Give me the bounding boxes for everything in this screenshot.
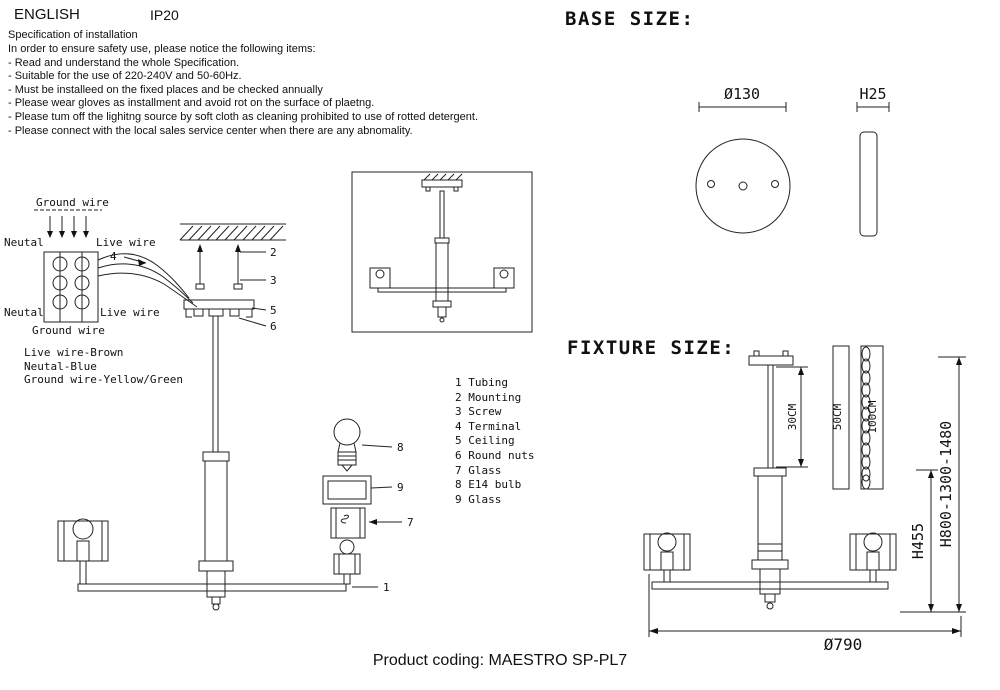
rod-30cm-label: 30CM xyxy=(786,403,799,430)
legend-line: Live wire-Brown xyxy=(24,346,124,359)
base-height-label: H25 xyxy=(859,85,886,103)
rod-50cm-label: 50CM xyxy=(831,403,844,430)
spec-line: - Read and understand the whole Specific… xyxy=(8,56,240,69)
callout-4: 4 xyxy=(110,250,117,263)
h455-label: H455 xyxy=(909,523,927,559)
rod-100cm-label: 100CM xyxy=(866,400,879,433)
base-diameter-label: Ø130 xyxy=(724,85,760,103)
spec-text-block: In order to ensure safety use, please no… xyxy=(8,43,478,138)
base-size-title: BASE SIZE: xyxy=(565,8,695,30)
callout-6: 6 xyxy=(270,320,277,333)
base-size-diagram: Ø130 H25 xyxy=(695,85,890,237)
callout-1: 1 xyxy=(383,581,390,594)
language-label: ENGLISH xyxy=(14,6,80,23)
ceiling-mounting-diagram xyxy=(179,223,286,453)
spec-line: - Please connect with the local sales se… xyxy=(8,124,413,137)
ground-wire-bottom-label: Ground wire xyxy=(32,324,105,337)
spec-line: - Please wear gloves as installment and … xyxy=(8,97,375,110)
callout-9: 9 xyxy=(397,481,404,494)
height-range-label: H800-1300-1480 xyxy=(937,421,955,547)
spec-line: - Please tum off the lighitng source by … xyxy=(8,110,479,123)
part-item: 9 Glass xyxy=(455,492,502,506)
installation-diagram: Ground wire Neutal Live wire Neutal Live… xyxy=(4,171,533,611)
fixture-diameter-label: Ø790 xyxy=(824,635,863,650)
fixture-dimension-drawing xyxy=(643,345,966,637)
part-item: 4 Terminal xyxy=(455,419,522,433)
live-top-label: Live wire xyxy=(96,236,156,249)
wiring-diagram xyxy=(34,209,198,323)
ip-rating-label: IP20 xyxy=(150,7,179,23)
callout-7: 7 xyxy=(407,516,414,529)
live-bottom-label: Live wire xyxy=(100,306,160,319)
wire-color-legend: Live wire-Brown Neutal-Blue Ground wire-… xyxy=(24,346,183,387)
callout-3: 3 xyxy=(270,274,277,287)
neutral-bottom-label: Neutal xyxy=(4,306,44,319)
spec-line: - Suitable for the use of 220-240V and 5… xyxy=(8,70,242,83)
legend-line: Ground wire-Yellow/Green xyxy=(24,373,183,386)
part-item: 7 Glass xyxy=(455,463,502,477)
callout-8: 8 xyxy=(397,441,404,454)
part-item: 2 Mounting xyxy=(455,390,522,404)
legend-line: Neutal-Blue xyxy=(24,359,97,373)
product-coding: Product coding: MAESTRO SP-PL7 xyxy=(372,652,628,669)
callout-5: 5 xyxy=(270,304,277,317)
fixture-size-title: FIXTURE SIZE: xyxy=(567,337,736,359)
bulb-and-glass-parts xyxy=(322,418,402,539)
callout-2: 2 xyxy=(270,246,277,259)
ground-wire-top-label: Ground wire xyxy=(36,196,109,209)
fixture-size-diagram: 30CM 50CM 100CM H455 H800-1300-1480 Ø790 xyxy=(643,345,966,650)
fixture-exploded-view xyxy=(57,451,378,611)
base-plate-drawing xyxy=(695,102,890,237)
parts-list: 1 Tubing 2 Mounting 3 Screw 4 Terminal 5… xyxy=(455,376,534,507)
part-item: 1 Tubing xyxy=(455,376,508,389)
spec-line: - Must be installeed on the fixed places… xyxy=(8,83,323,96)
neutral-top-label: Neutal xyxy=(4,236,44,249)
assembled-view-inset xyxy=(351,171,533,333)
part-item: 8 E14 bulb xyxy=(455,478,522,492)
spec-title: Specification of installation xyxy=(8,29,138,41)
spec-line: In order to ensure safety use, please no… xyxy=(8,43,316,55)
part-item: 3 Screw xyxy=(455,405,502,419)
part-item: 5 Ceiling xyxy=(455,434,515,448)
part-item: 6 Round nuts xyxy=(455,448,535,462)
